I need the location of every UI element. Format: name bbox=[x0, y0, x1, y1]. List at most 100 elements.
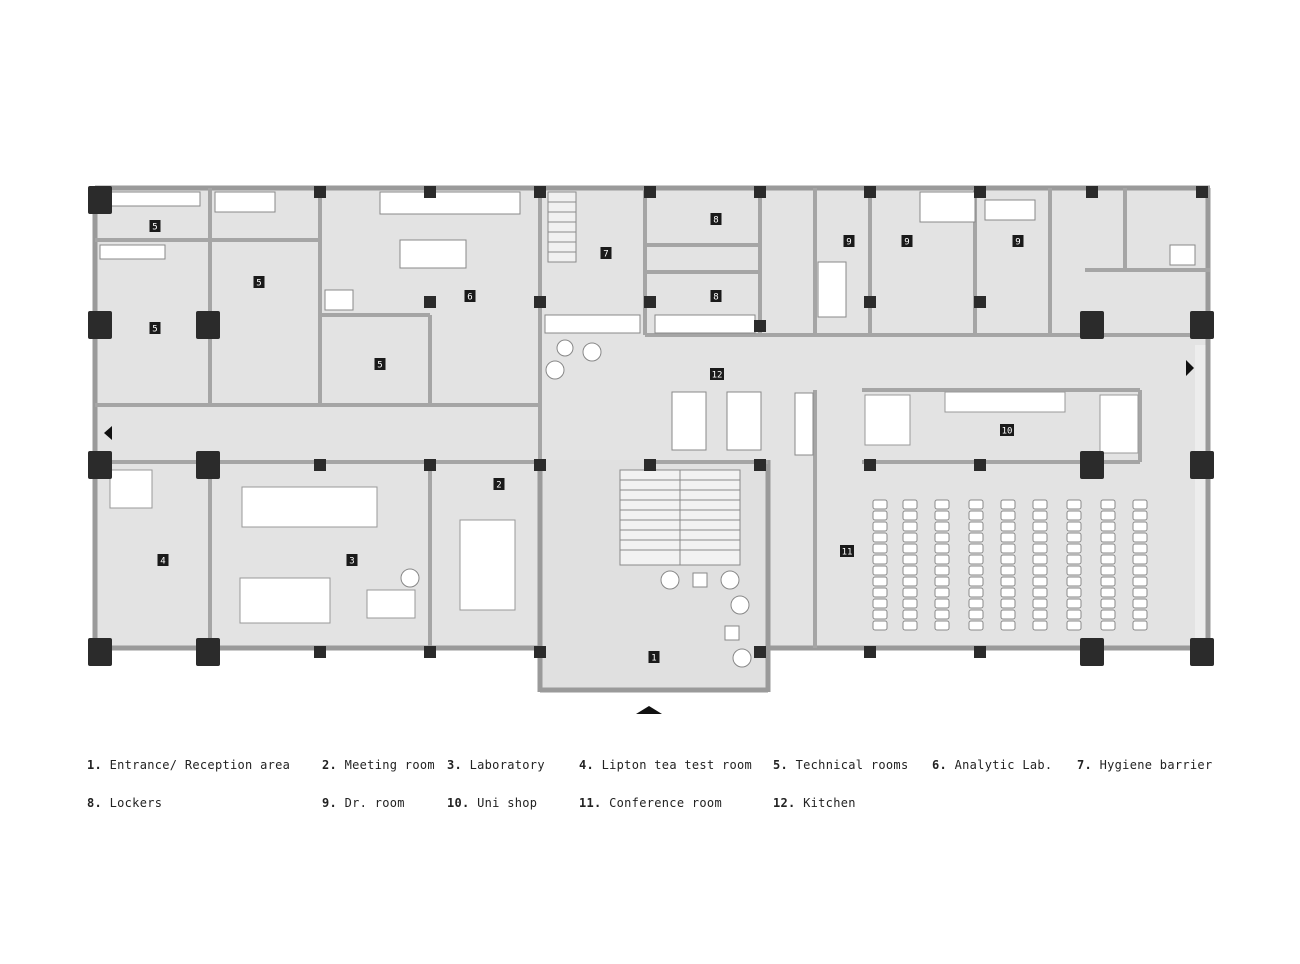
room-tag-2: 2 bbox=[493, 478, 505, 491]
conference-seat bbox=[1032, 499, 1048, 510]
conference-seat bbox=[1000, 620, 1016, 631]
reception-seating bbox=[400, 339, 752, 668]
conference-seat bbox=[934, 598, 950, 609]
conference-seat bbox=[934, 565, 950, 576]
column bbox=[534, 186, 546, 198]
column bbox=[1080, 311, 1104, 339]
conference-seat bbox=[934, 587, 950, 598]
conference-seat bbox=[1000, 532, 1016, 543]
column bbox=[1196, 186, 1208, 198]
conference-seat bbox=[1066, 510, 1082, 521]
svg-text:9: 9 bbox=[1015, 238, 1020, 248]
conference-seat bbox=[1066, 532, 1082, 543]
conference-seat bbox=[872, 521, 888, 532]
room-tag-7: 7 bbox=[600, 247, 612, 260]
conference-seat bbox=[1100, 609, 1116, 620]
conference-seat bbox=[934, 609, 950, 620]
room-tag-1: 1 bbox=[648, 651, 660, 664]
column bbox=[424, 296, 436, 308]
svg-text:6: 6 bbox=[467, 293, 472, 303]
conference-seat bbox=[934, 554, 950, 565]
column bbox=[1086, 186, 1098, 198]
lab-tables bbox=[109, 469, 516, 624]
conference-seat bbox=[1100, 543, 1116, 554]
conference-seat bbox=[1032, 576, 1048, 587]
column bbox=[974, 296, 986, 308]
interior-walls bbox=[95, 188, 1210, 648]
room-tag-9: 9 bbox=[1012, 235, 1024, 248]
svg-text:3: 3 bbox=[349, 557, 354, 567]
conference-seat bbox=[1066, 609, 1082, 620]
shop-counter bbox=[864, 391, 1139, 454]
column bbox=[864, 296, 876, 308]
west-entrance-arrow-icon bbox=[104, 426, 112, 440]
conference-seat bbox=[1032, 521, 1048, 532]
column bbox=[1190, 638, 1214, 666]
column bbox=[1080, 638, 1104, 666]
conference-seat bbox=[934, 510, 950, 521]
column bbox=[644, 296, 656, 308]
conference-seat bbox=[968, 554, 984, 565]
column bbox=[974, 186, 986, 198]
conference-seat bbox=[1000, 598, 1016, 609]
conference-seat bbox=[1100, 576, 1116, 587]
conference-seat bbox=[902, 510, 918, 521]
conference-seat bbox=[1032, 598, 1048, 609]
conference-seat bbox=[902, 609, 918, 620]
conference-seat bbox=[1032, 565, 1048, 576]
conference-seat bbox=[1100, 620, 1116, 631]
conference-seat bbox=[872, 554, 888, 565]
conference-seat bbox=[1066, 598, 1082, 609]
east-entrance-arrow-icon bbox=[1186, 360, 1194, 376]
conference-seat bbox=[934, 521, 950, 532]
conference-seat bbox=[1132, 554, 1148, 565]
conference-seat bbox=[1000, 554, 1016, 565]
conference-seat bbox=[934, 499, 950, 510]
conference-seat bbox=[934, 532, 950, 543]
svg-text:12: 12 bbox=[712, 371, 723, 381]
conference-seat bbox=[902, 499, 918, 510]
column bbox=[534, 646, 546, 658]
conference-seat bbox=[1000, 499, 1016, 510]
svg-text:9: 9 bbox=[904, 238, 909, 248]
conference-seat bbox=[1132, 510, 1148, 521]
room-tag-5: 5 bbox=[149, 220, 161, 233]
conference-seat bbox=[1000, 576, 1016, 587]
svg-text:5: 5 bbox=[377, 361, 382, 371]
conference-seat bbox=[968, 521, 984, 532]
column bbox=[196, 638, 220, 666]
room-tag-5: 5 bbox=[253, 276, 265, 289]
conference-seat bbox=[872, 565, 888, 576]
structural-columns bbox=[88, 186, 1214, 666]
conference-seat bbox=[1032, 554, 1048, 565]
room-tag-4: 4 bbox=[157, 554, 169, 567]
conference-seat bbox=[1100, 499, 1116, 510]
conference-seat bbox=[1066, 620, 1082, 631]
conference-seat bbox=[872, 532, 888, 543]
conference-seat bbox=[1000, 510, 1016, 521]
column bbox=[424, 459, 436, 471]
conference-seat bbox=[902, 587, 918, 598]
column bbox=[644, 186, 656, 198]
column bbox=[754, 320, 766, 332]
conference-seat bbox=[902, 620, 918, 631]
conference-seat bbox=[1100, 521, 1116, 532]
conference-seat bbox=[1100, 554, 1116, 565]
conference-seat bbox=[1032, 587, 1048, 598]
column bbox=[196, 451, 220, 479]
conference-seat bbox=[1132, 565, 1148, 576]
svg-text:5: 5 bbox=[256, 279, 261, 289]
svg-text:1: 1 bbox=[651, 654, 656, 664]
conference-seat bbox=[1000, 609, 1016, 620]
column bbox=[754, 459, 766, 471]
conference-seat bbox=[1132, 499, 1148, 510]
conference-seat bbox=[902, 565, 918, 576]
column bbox=[644, 459, 656, 471]
conference-seat bbox=[934, 543, 950, 554]
conference-seat bbox=[1032, 620, 1048, 631]
column bbox=[864, 459, 876, 471]
conference-seat bbox=[1000, 521, 1016, 532]
conference-seat bbox=[968, 543, 984, 554]
conference-seat bbox=[1000, 543, 1016, 554]
conference-seat bbox=[872, 620, 888, 631]
